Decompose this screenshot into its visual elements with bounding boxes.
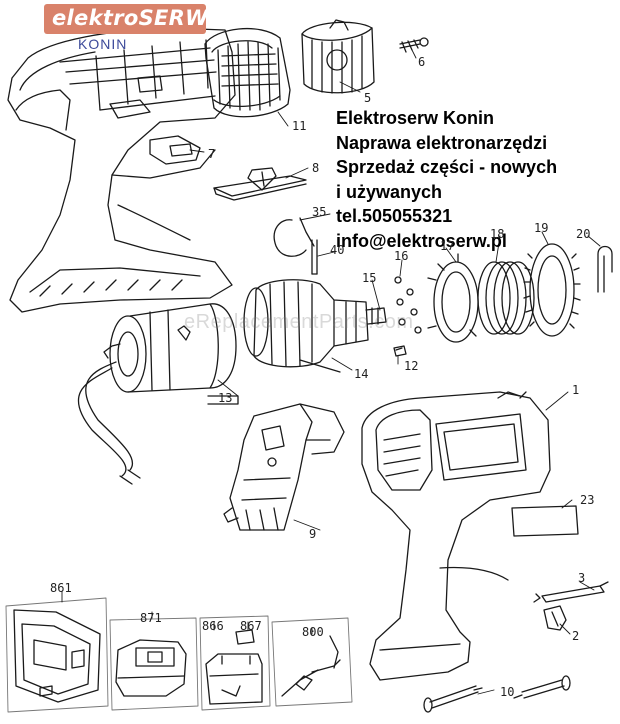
part-number-861: 861: [50, 581, 72, 595]
balls-part-16: [394, 276, 422, 334]
brand-logo-text: elektroSERW: [52, 6, 209, 30]
part-number-3: 3: [578, 571, 586, 585]
part-number-12: 12: [404, 359, 419, 373]
housing-left-half: [7, 27, 236, 313]
company-name: Elektroserw Konin: [336, 108, 495, 128]
pin-part-40: [311, 239, 318, 275]
part-number-1: 1: [572, 383, 580, 397]
leader-lines: [61, 49, 601, 695]
contact-block: Elektroserw Konin Naprawa elektronarzędz…: [336, 106, 606, 253]
part-number-10: 10: [500, 685, 515, 699]
screws-part-10: [423, 675, 571, 713]
part-number-866: 866: [202, 619, 224, 633]
housing-right-half-part-1: [361, 391, 551, 681]
part-number-9: 9: [309, 527, 317, 541]
u-clip-part-20: [597, 245, 613, 293]
pin-ring-part-17: [427, 253, 479, 343]
part-number-5: 5: [364, 91, 372, 105]
chuck-part-5: [301, 19, 375, 94]
label-part-23: [511, 505, 579, 537]
motor-part-13: [77, 303, 239, 485]
plate-part-8: [213, 167, 307, 201]
watermark-text: eReplacementParts.com: [184, 311, 414, 333]
part-number-11: 11: [292, 119, 307, 133]
brand-logo-city: KONIN: [78, 36, 128, 52]
part-number-871: 871: [140, 611, 162, 625]
part-number-14: 14: [354, 367, 369, 381]
part-number-35: 35: [312, 205, 327, 219]
switch-module-part-9: [223, 403, 345, 531]
part-number-23: 23: [580, 493, 595, 507]
charger-part-871: [109, 617, 199, 711]
brand-logo: [44, 4, 206, 34]
spring-clip-part-35: [273, 217, 315, 257]
part-number-17: 17: [440, 239, 455, 253]
screwdriver-bit-part-3: [533, 581, 609, 603]
part-number-7: 7: [208, 147, 216, 161]
case-part-861: [5, 597, 109, 713]
email-address: info@elektroserw.pl: [336, 230, 507, 251]
part-number-13: 13: [218, 391, 233, 405]
service-parts-sale: Sprzedaż części - nowych: [336, 157, 558, 177]
part-number-6: 6: [418, 55, 426, 69]
part-number-16: 16: [394, 249, 409, 263]
part-number-15: 15: [362, 271, 377, 285]
part-number-800: 800: [302, 625, 324, 639]
bit-clip-part-2: [543, 605, 567, 631]
part-number-867: 867: [240, 619, 262, 633]
battery-part-866-867: [199, 615, 271, 711]
toothed-ring-part-19: [523, 243, 581, 337]
part-number-19: 19: [534, 221, 549, 235]
cord-part-800: [271, 617, 353, 707]
clutch-ring-part-11: [204, 27, 291, 118]
screw-part-6: [399, 37, 429, 53]
screw-part-12: [393, 345, 407, 357]
service-parts-used: i używanych: [336, 181, 443, 202]
gearbox-part-14: [243, 279, 387, 373]
part-number-18: 18: [490, 227, 505, 241]
part-number-20: 20: [576, 227, 591, 241]
part-number-2: 2: [572, 629, 580, 643]
switch-part-7: [149, 135, 201, 165]
part-number-8: 8: [312, 161, 320, 175]
service-repair: Naprawa elektronarzędzi: [336, 132, 548, 153]
part-number-40: 40: [330, 243, 345, 257]
phone-number: tel.505055321: [336, 206, 453, 226]
